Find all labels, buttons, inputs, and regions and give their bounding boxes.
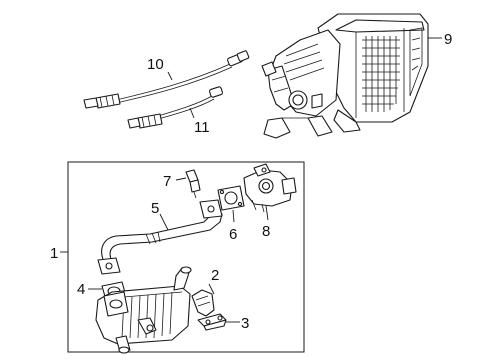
callout-11: 11 [194, 119, 210, 136]
part-3-bracket [197, 313, 227, 331]
callout-6: 6 [229, 226, 237, 243]
callout-10: 10 [147, 56, 164, 73]
part-6-gasket [217, 185, 245, 211]
callout-5: 5 [151, 200, 159, 217]
part-8-egr-valve [243, 163, 297, 213]
callout-9: 9 [444, 31, 452, 48]
part-1-egr-cooler [95, 266, 192, 354]
callout-1: 1 [50, 245, 58, 262]
callout-2: 2 [211, 267, 219, 284]
part-7-sensor [185, 169, 201, 199]
callout-4: 4 [77, 281, 85, 298]
callout-8: 8 [262, 223, 270, 240]
assembly-box [67, 161, 305, 353]
callout-7: 7 [163, 173, 171, 190]
part-10-sensor [83, 50, 250, 109]
part-2-coolant-tube [191, 289, 215, 317]
part-11-sensor [127, 86, 223, 129]
callout-3: 3 [241, 315, 249, 332]
part-9-canister [261, 13, 429, 139]
part-5-egr-tube [97, 199, 223, 275]
